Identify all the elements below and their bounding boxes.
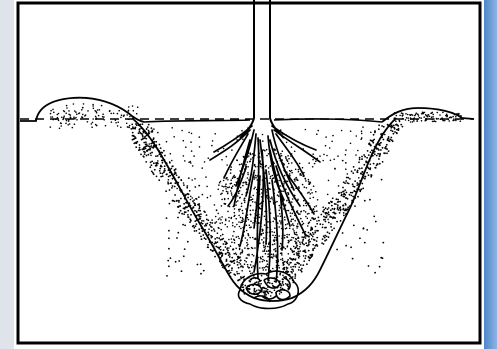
tree-trunk-right-edge bbox=[270, 0, 284, 138]
ground-surface-left bbox=[144, 120, 250, 122]
tree-trunk-left-edge bbox=[240, 0, 254, 138]
planting-diagram bbox=[14, 0, 484, 349]
right-accent-strip bbox=[484, 0, 497, 349]
left-margin bbox=[0, 0, 14, 349]
backfill-soil-stipple bbox=[50, 103, 463, 297]
diagram-frame bbox=[14, 0, 484, 349]
